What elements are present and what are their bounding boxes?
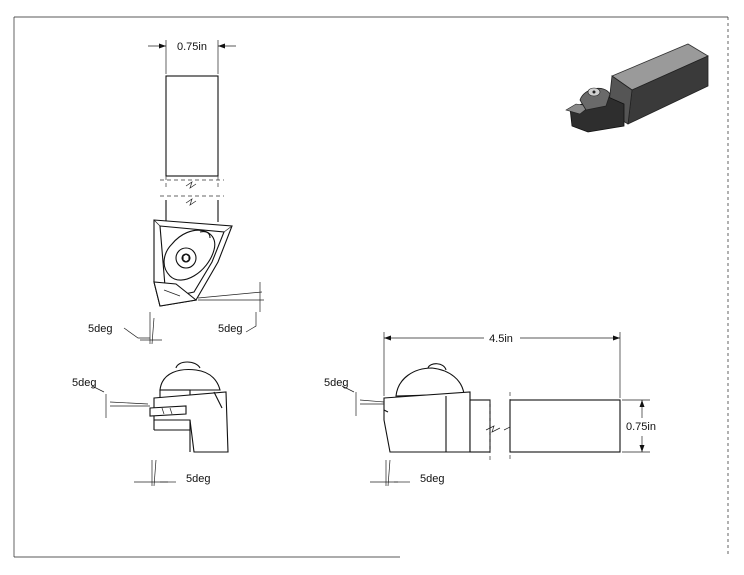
dim-front-angle-vertical: 5deg bbox=[72, 377, 150, 418]
front-view bbox=[149, 361, 229, 453]
side-clamp bbox=[395, 367, 465, 397]
isometric-view bbox=[565, 43, 709, 133]
dim-top-width: 0.75in bbox=[148, 40, 236, 74]
top-shank bbox=[165, 75, 219, 177]
front-body bbox=[153, 391, 229, 453]
dim-label-top-angle-right: 5deg bbox=[218, 323, 242, 335]
dim-label-top-width: 0.75in bbox=[177, 41, 207, 53]
dim-front-angle-horizontal: 5deg bbox=[134, 459, 210, 487]
front-insert bbox=[149, 405, 187, 417]
dim-side-height: 0.75in bbox=[622, 399, 656, 453]
dim-label-side-height: 0.75in bbox=[626, 421, 656, 433]
dim-label-front-angle-vertical: 5deg bbox=[72, 377, 96, 389]
dim-top-angle-left: 5deg bbox=[88, 312, 162, 345]
front-clamp bbox=[159, 368, 221, 391]
dim-label-side-angle-vertical: 5deg bbox=[324, 377, 348, 389]
sheet-border bbox=[13, 16, 729, 558]
dim-overall-length: 4.5in bbox=[383, 332, 621, 398]
side-view bbox=[383, 363, 621, 460]
dim-side-angle-horizontal: 5deg bbox=[370, 459, 444, 487]
top-view bbox=[153, 75, 233, 307]
clamp-screw bbox=[175, 247, 197, 269]
side-shank bbox=[509, 399, 621, 453]
dim-label-overall-length: 4.5in bbox=[489, 333, 513, 345]
dim-top-angle-right: 5deg bbox=[197, 282, 264, 335]
dim-label-front-angle-horizontal: 5deg bbox=[186, 473, 210, 485]
dim-side-angle-vertical: 5deg bbox=[324, 377, 385, 416]
side-head bbox=[383, 391, 471, 453]
dim-label-top-angle-left: 5deg bbox=[88, 323, 112, 335]
dim-label-side-angle-horizontal: 5deg bbox=[420, 473, 444, 485]
